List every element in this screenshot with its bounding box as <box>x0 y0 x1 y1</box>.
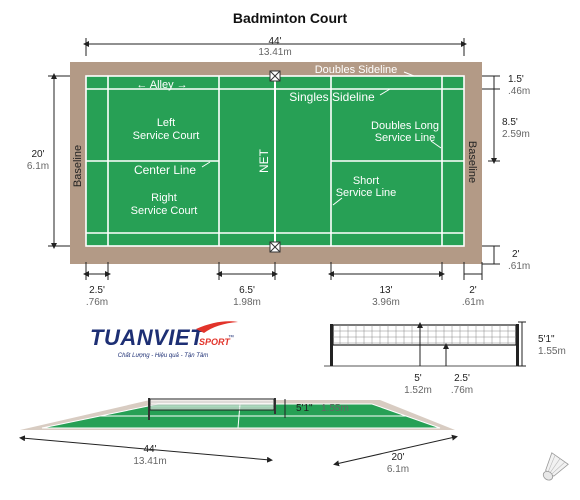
svg-text:2.59m: 2.59m <box>502 129 530 140</box>
svg-text:8.5': 8.5' <box>502 117 518 128</box>
svg-text:13.41m: 13.41m <box>133 456 166 467</box>
width-m: 6.1m <box>27 161 49 172</box>
short-service-label-1: Short <box>353 175 379 187</box>
shuttlecock-icon <box>542 452 569 481</box>
right-service-court-label-1: Right <box>151 192 177 204</box>
svg-text:6.1m: 6.1m <box>387 464 409 475</box>
brand-tm: ™ <box>228 334 234 341</box>
alley-width-dimension: 1.5' .46m <box>482 74 530 97</box>
svg-text:13': 13' <box>379 285 392 296</box>
doubles-sideline-label: Doubles Sideline <box>304 63 407 76</box>
net-post-bottom <box>269 241 281 253</box>
top-length-m: 13.41m <box>258 47 291 58</box>
net-label: NET <box>257 148 271 173</box>
svg-text:.76m: .76m <box>86 297 108 308</box>
short-service-label-2: Service Line <box>336 187 397 199</box>
doubles-long-service-label-2: Service Line <box>375 132 436 144</box>
svg-text:6.5': 6.5' <box>239 285 255 296</box>
alley-label: ← Alley → <box>136 79 187 91</box>
top-length-dimension: 44' 13.41m <box>83 36 467 58</box>
singles-sideline-label: Singles Sideline <box>289 90 375 104</box>
svg-text:2.5': 2.5' <box>89 285 105 296</box>
perspective-net-post-right <box>274 398 276 414</box>
diagram-title: Badminton Court <box>233 10 348 26</box>
width-dimension: 20' 6.1m <box>27 73 72 249</box>
baseline-left-label: Baseline <box>72 145 84 187</box>
brand-logo: TUANVIET SPORT ™ Chất Lượng - Hiệu quả -… <box>90 321 238 359</box>
svg-text:5'1": 5'1" <box>538 334 555 345</box>
left-service-court-label-2: Service Court <box>133 130 200 142</box>
net-side-post-left <box>330 324 333 366</box>
svg-text:2': 2' <box>469 285 477 296</box>
svg-text:1.55m: 1.55m <box>321 403 349 414</box>
width-ft: 20' <box>31 149 44 160</box>
long-service-gap-dimension: 2.5' .76m <box>83 262 111 308</box>
svg-text:2': 2' <box>512 249 520 260</box>
left-service-court-label-1: Left <box>157 117 175 129</box>
perspective-net-post-left <box>148 398 150 420</box>
baseline-right-label: Baseline <box>466 141 478 183</box>
short-service-dimension: 6.5' 1.98m <box>216 262 278 308</box>
brand-name-sport: SPORT <box>199 337 231 347</box>
singles-width-dimension: 8.5' 2.59m <box>488 89 530 164</box>
svg-text:2.5': 2.5' <box>454 373 470 384</box>
net-side-post-right <box>516 324 519 366</box>
svg-text:3.96m: 3.96m <box>372 297 400 308</box>
net-side-mesh <box>332 324 517 346</box>
svg-text:1.55m: 1.55m <box>538 346 566 357</box>
svg-text:.46m: .46m <box>508 86 530 97</box>
service-depth-dimension: 13' 3.96m <box>328 262 445 308</box>
brand-name-main: TUANVIET <box>90 325 205 350</box>
net-side-view: 5'1" 1.55m 5' 1.52m 2.5' .76m <box>324 321 566 396</box>
doubles-long-service-label-1: Doubles Long <box>371 120 439 132</box>
right-back-gap-dimension: 2' .61m <box>462 262 484 308</box>
svg-text:1.5': 1.5' <box>508 74 524 85</box>
svg-text:5': 5' <box>414 373 422 384</box>
svg-text:.76m: .76m <box>451 385 473 396</box>
perspective-net-mesh <box>149 398 275 411</box>
svg-text:44': 44' <box>143 444 156 455</box>
svg-text:1.98m: 1.98m <box>233 297 261 308</box>
back-gap-dimension: 2' .61m <box>482 245 530 272</box>
svg-text:1.52m: 1.52m <box>404 385 432 396</box>
svg-text:Doubles Sideline: Doubles Sideline <box>315 64 398 76</box>
brand-swoosh <box>196 321 238 333</box>
svg-text:5'1": 5'1" <box>296 403 313 414</box>
net-post-top <box>269 70 281 82</box>
top-length-ft: 44' <box>268 36 281 47</box>
svg-text:20': 20' <box>391 452 404 463</box>
svg-text:.61m: .61m <box>462 297 484 308</box>
center-line-label: Center Line <box>134 163 196 177</box>
right-service-court-label-2: Service Court <box>131 205 198 217</box>
svg-text:.61m: .61m <box>508 261 530 272</box>
perspective-court: 5'1" 1.55m 44' 13.41m 20' 6.1m <box>19 398 458 475</box>
brand-tagline: Chất Lượng - Hiệu quả - Tận Tâm <box>118 352 208 359</box>
